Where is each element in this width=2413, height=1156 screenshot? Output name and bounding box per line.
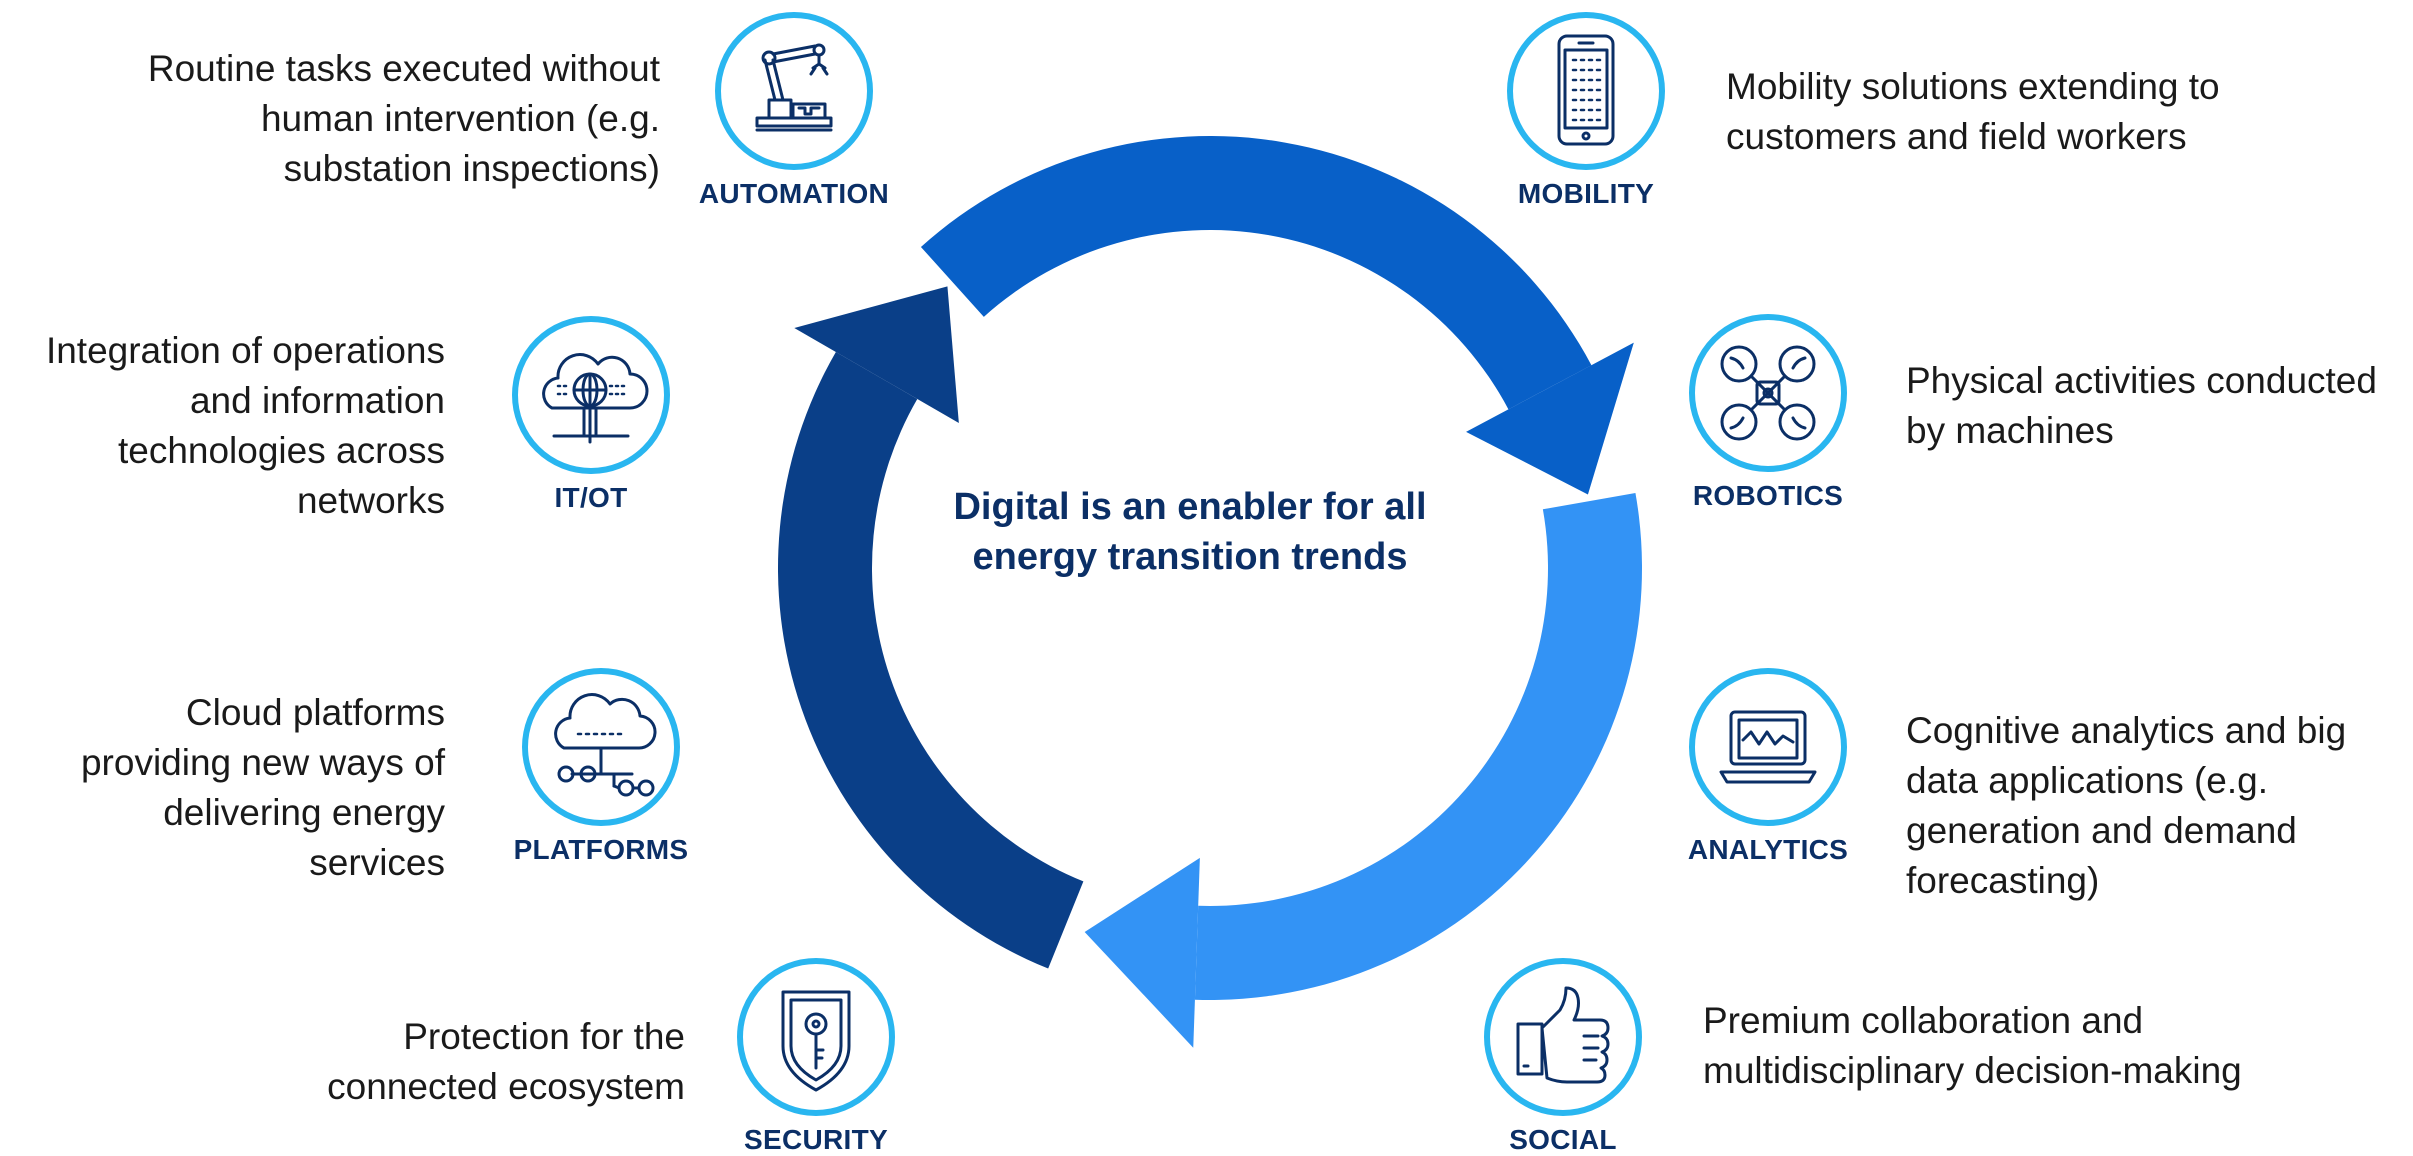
analytics-label: ANALYTICS	[1687, 834, 1849, 865]
cloud-globe-icon	[542, 353, 649, 444]
security-node: SECURITY	[731, 952, 901, 1155]
robotics-label: ROBOTICS	[1692, 480, 1844, 511]
security-description: Protection for the connected ecosystem	[327, 1016, 685, 1107]
itot-description: Integration of operations and informatio…	[45, 330, 445, 521]
itot-label: IT/OT	[554, 482, 628, 513]
social-label: SOCIAL	[1509, 1124, 1617, 1155]
arc-right	[1194, 492, 1642, 1000]
arc-left	[777, 352, 1084, 969]
robotics-description: Physical activities conducted by machine…	[1906, 360, 2377, 451]
drone-icon	[1720, 345, 1816, 441]
smartphone-icon	[1557, 34, 1615, 146]
automation-node: AUTOMATION	[699, 6, 889, 209]
automation-label: AUTOMATION	[698, 178, 890, 209]
center-title: Digital is an enabler for all energy tra…	[870, 482, 1510, 582]
security-label: SECURITY	[744, 1124, 888, 1155]
center-title-line1: Digital is an enabler for all	[953, 486, 1427, 528]
automation-description: Routine tasks executed without human int…	[147, 48, 660, 189]
mobility-label: MOBILITY	[1517, 178, 1655, 209]
platforms-description: Cloud platforms providing new ways of de…	[80, 692, 445, 883]
thumbs-up-icon	[1516, 986, 1610, 1084]
arrowhead-right	[1084, 857, 1200, 1048]
shield-key-icon	[781, 990, 851, 1092]
platforms-node: PLATFORMS	[514, 662, 688, 865]
platforms-label: PLATFORMS	[513, 834, 689, 865]
analytics-description: Cognitive analytics and big data applica…	[1906, 710, 2347, 901]
mobility-description: Mobility solutions extending to customer…	[1726, 66, 2220, 157]
arc-top	[920, 136, 1592, 410]
social-node: SOCIAL	[1478, 952, 1648, 1155]
center-title-line2: energy transition trends	[972, 536, 1408, 578]
arrowhead-left	[794, 286, 959, 423]
itot-node: IT/OT	[506, 310, 676, 513]
robotics-node: ROBOTICS	[1683, 308, 1853, 511]
robot-arm-icon	[755, 43, 833, 132]
arrowhead-top	[1466, 342, 1634, 495]
analytics-node: ANALYTICS	[1683, 662, 1853, 865]
cloud-network-icon	[554, 693, 657, 797]
social-description: Premium collaboration and multidisciplin…	[1703, 1000, 2242, 1091]
laptop-chart-icon	[1719, 710, 1817, 784]
mobility-node: MOBILITY	[1501, 6, 1671, 209]
